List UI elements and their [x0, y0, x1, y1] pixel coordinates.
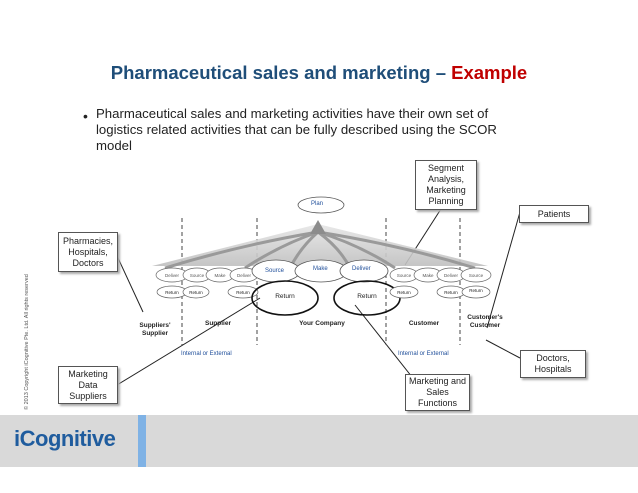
- customers-customer-label: Customer's Customer: [467, 314, 503, 329]
- left-deliver-label: Deliver: [164, 273, 179, 278]
- internal-external-left-label: Internal or External: [181, 351, 232, 357]
- right-make-label: Make: [422, 273, 434, 278]
- marketing-data-pointer-line: [116, 297, 261, 386]
- icognitive-logo: iCognitive: [14, 426, 116, 451]
- bullet-text: Pharmaceutical sales and marketing activ…: [96, 106, 497, 153]
- return-left-highlight: [251, 280, 319, 316]
- plan-ellipse: [297, 196, 345, 214]
- customer-label: Customer: [408, 320, 440, 327]
- your-company-label: Your Company: [299, 320, 345, 327]
- internal-external-right-label: Internal or External: [398, 351, 449, 357]
- bullet-icon: •: [83, 108, 88, 124]
- center-return-right-label: Return: [357, 293, 377, 300]
- segment-analysis-callout: Segment Analysis, Marketing Planning: [415, 160, 477, 210]
- title-accent: Example: [451, 62, 528, 83]
- page-title: Pharmaceutical sales and marketing – Exa…: [0, 62, 638, 84]
- left-make-label: Make: [214, 273, 226, 278]
- marketing-data-suppliers-callout: Marketing Data Suppliers: [58, 366, 118, 404]
- plan-arrow-icon: [310, 220, 326, 234]
- right-return2-label: Return: [444, 290, 458, 295]
- copyright-text: © 2013 Copyright iCognitive Pte. Ltd. Al…: [24, 274, 30, 410]
- center-make-label: Make: [313, 266, 328, 272]
- marketing-sales-callout: Marketing and Sales Functions: [405, 374, 470, 411]
- suppliers-supplier-label: Suppliers' Supplier: [139, 322, 171, 337]
- right-source2-label: Source: [468, 273, 484, 278]
- left-deliver2-label: Deliver: [236, 273, 251, 278]
- marketing-sales-pointer-line: [354, 304, 417, 383]
- patients-callout: Patients: [519, 205, 589, 223]
- right-deliver-label: Deliver: [443, 273, 458, 278]
- right-source-label: Source: [396, 273, 412, 278]
- footer-bar: [0, 415, 638, 467]
- center-return-left-label: Return: [275, 293, 295, 300]
- right-return1-label: Return: [397, 290, 411, 295]
- left-return1-label: Return: [165, 290, 179, 295]
- doctors-hospitals-callout: Doctors, Hospitals: [520, 350, 586, 378]
- title-main: Pharmaceutical sales and marketing –: [110, 62, 452, 83]
- pharmacies-callout: Pharmacies, Hospitals, Doctors: [58, 232, 118, 272]
- left-return2-label: Return: [189, 290, 203, 295]
- footer-accent-strip: [138, 415, 146, 467]
- supplier-label: Supplier: [204, 320, 231, 327]
- plan-fan-shape: [152, 224, 488, 266]
- left-source-label: Source: [189, 273, 205, 278]
- plan-label: Plan: [311, 201, 324, 207]
- doctors-pointer-line: [485, 339, 521, 359]
- center-source-label: Source: [265, 268, 285, 274]
- right-return3-label: Return: [469, 288, 483, 293]
- left-return3-label: Return: [236, 290, 250, 295]
- patients-pointer-line: [486, 211, 521, 329]
- center-deliver-label: Deliver: [352, 266, 371, 272]
